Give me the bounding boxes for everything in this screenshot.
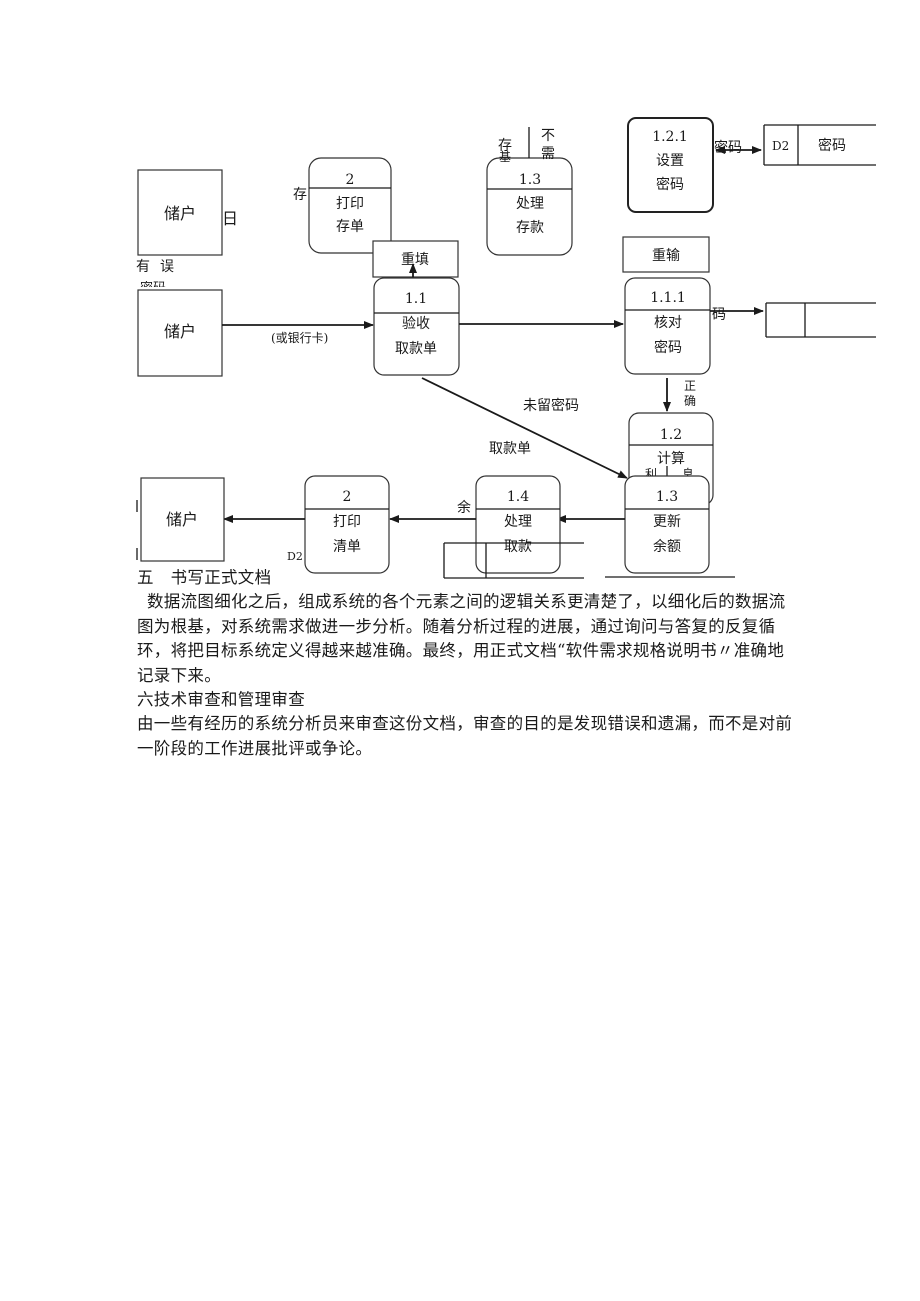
process-name-2b-line2: 清单 [333, 539, 361, 555]
process-print-list: 2 打印 清单 [304, 475, 390, 574]
depositor-entity-1: 储户 [137, 169, 223, 256]
process-name-14-line2: 取款 [504, 539, 532, 555]
label-ma: 码 [712, 307, 726, 323]
process-id-111: 1.1.1 [650, 290, 686, 306]
process-name-111-line2: 密码 [654, 339, 682, 356]
refill-box: 重填 [372, 240, 459, 278]
process-name-111-line1: 核对 [654, 315, 682, 331]
depositor-entity-2: 储户 [137, 289, 223, 377]
document-body: 五 书写正式文档 数据流图细化之后，组成系统的各个元素之间的逻辑关系更清楚了，以… [137, 566, 797, 761]
label-cun-top: 存 [498, 138, 512, 154]
process-id-12: 1.2 [660, 427, 682, 443]
label-withdrawal-slip: 取款单 [489, 441, 531, 457]
data-store-fragment [765, 302, 876, 338]
process-id-14: 1.4 [507, 489, 529, 505]
process-id-11: 1.1 [405, 291, 427, 307]
label-xu: 需 [541, 146, 555, 162]
label-cun-base: 基 [499, 150, 511, 164]
process-name-13b-line2: 余额 [653, 538, 681, 555]
process-id-2b: 2 [343, 489, 352, 505]
label-mima-c: 密码 [714, 139, 742, 156]
refill-label: 重填 [401, 252, 429, 268]
process-handle-withdrawal: 1.4 处理 取款 [475, 475, 561, 574]
data-store-name: 密码 [818, 137, 846, 154]
process-id-13a: 1.3 [519, 172, 541, 188]
depositor-entity-3: 储户 [140, 477, 225, 562]
process-name-2b-line1: 打印 [333, 513, 361, 530]
label-no-password: 未留密码 [523, 397, 579, 414]
process-name-13b-line1: 更新 [653, 514, 681, 530]
depositor-label-1: 储户 [164, 204, 196, 223]
process-name-121-line2: 密码 [656, 176, 684, 193]
section-heading-5: 五 书写正式文档 [137, 568, 272, 587]
data-store-id: D2 [772, 139, 789, 153]
process-update-balance: 1.3 更新 余额 [624, 475, 710, 574]
process-name-121-line1: 设置 [656, 153, 684, 169]
process-name-13a-line1: 处理 [516, 196, 544, 212]
data-flow-diagram: 储户 日 有 误 密码 2 打印 存单 存 1.3 处理 存款 存 基 不 需 … [136, 117, 876, 579]
process-name-11-line1: 验收 [402, 316, 430, 332]
process-id-121: 1.2.1 [652, 129, 688, 145]
data-store-d2: D2 密码 [763, 124, 876, 166]
reinput-box: 重输 [622, 236, 710, 273]
process-name-2a-line2: 存单 [336, 219, 364, 235]
process-name-11-line2: 取款单 [395, 341, 437, 357]
label-bu: 不 [541, 128, 555, 144]
reinput-label: 重输 [652, 248, 680, 264]
process-name-13a-line2: 存款 [516, 220, 544, 236]
process-id-2a: 2 [346, 172, 355, 188]
label-or-bank-card: (或银行卡) [271, 331, 328, 345]
process-name-12: 计算 [657, 451, 685, 467]
section-heading-6: 六技术审查和管理审查 [137, 690, 305, 709]
label-yu: 余 [457, 499, 471, 516]
label-wu: 误 [160, 259, 174, 275]
label-you: 有 [136, 259, 150, 275]
label-que: 确 [684, 394, 696, 408]
label-d2-small: D2 [287, 550, 303, 563]
bracket-glyph: 日 [222, 209, 238, 228]
process-name-2a-line1: 打印 [336, 195, 364, 212]
process-set-password: 1.2.1 设置 密码 [627, 117, 714, 213]
process-handle-deposit: 1.3 处理 存款 [486, 157, 573, 256]
depositor-label-3: 储户 [166, 510, 198, 529]
process-verify-slip: 1.1 验收 取款单 [373, 277, 460, 376]
process-id-13b: 1.3 [656, 489, 678, 505]
label-zheng: 正 [684, 379, 696, 393]
paragraph-1: 数据流图细化之后，组成系统的各个元素之间的逻辑关系更清楚了，以细化后的数据流图为… [137, 592, 786, 685]
process-print-deposit: 2 打印 存单 [308, 157, 392, 254]
paragraph-2: 由一些有经历的系统分析员来审查这份文档，审查的目的是发现错误和遗漏，而不是对前一… [137, 714, 793, 758]
label-cun-left: 存 [293, 187, 307, 203]
label-mima-truncated: 密码 [140, 280, 166, 296]
depositor-label-2: 储户 [164, 322, 196, 341]
process-name-14-line1: 处理 [504, 514, 532, 530]
process-check-password: 1.1.1 核对 密码 [624, 277, 711, 375]
